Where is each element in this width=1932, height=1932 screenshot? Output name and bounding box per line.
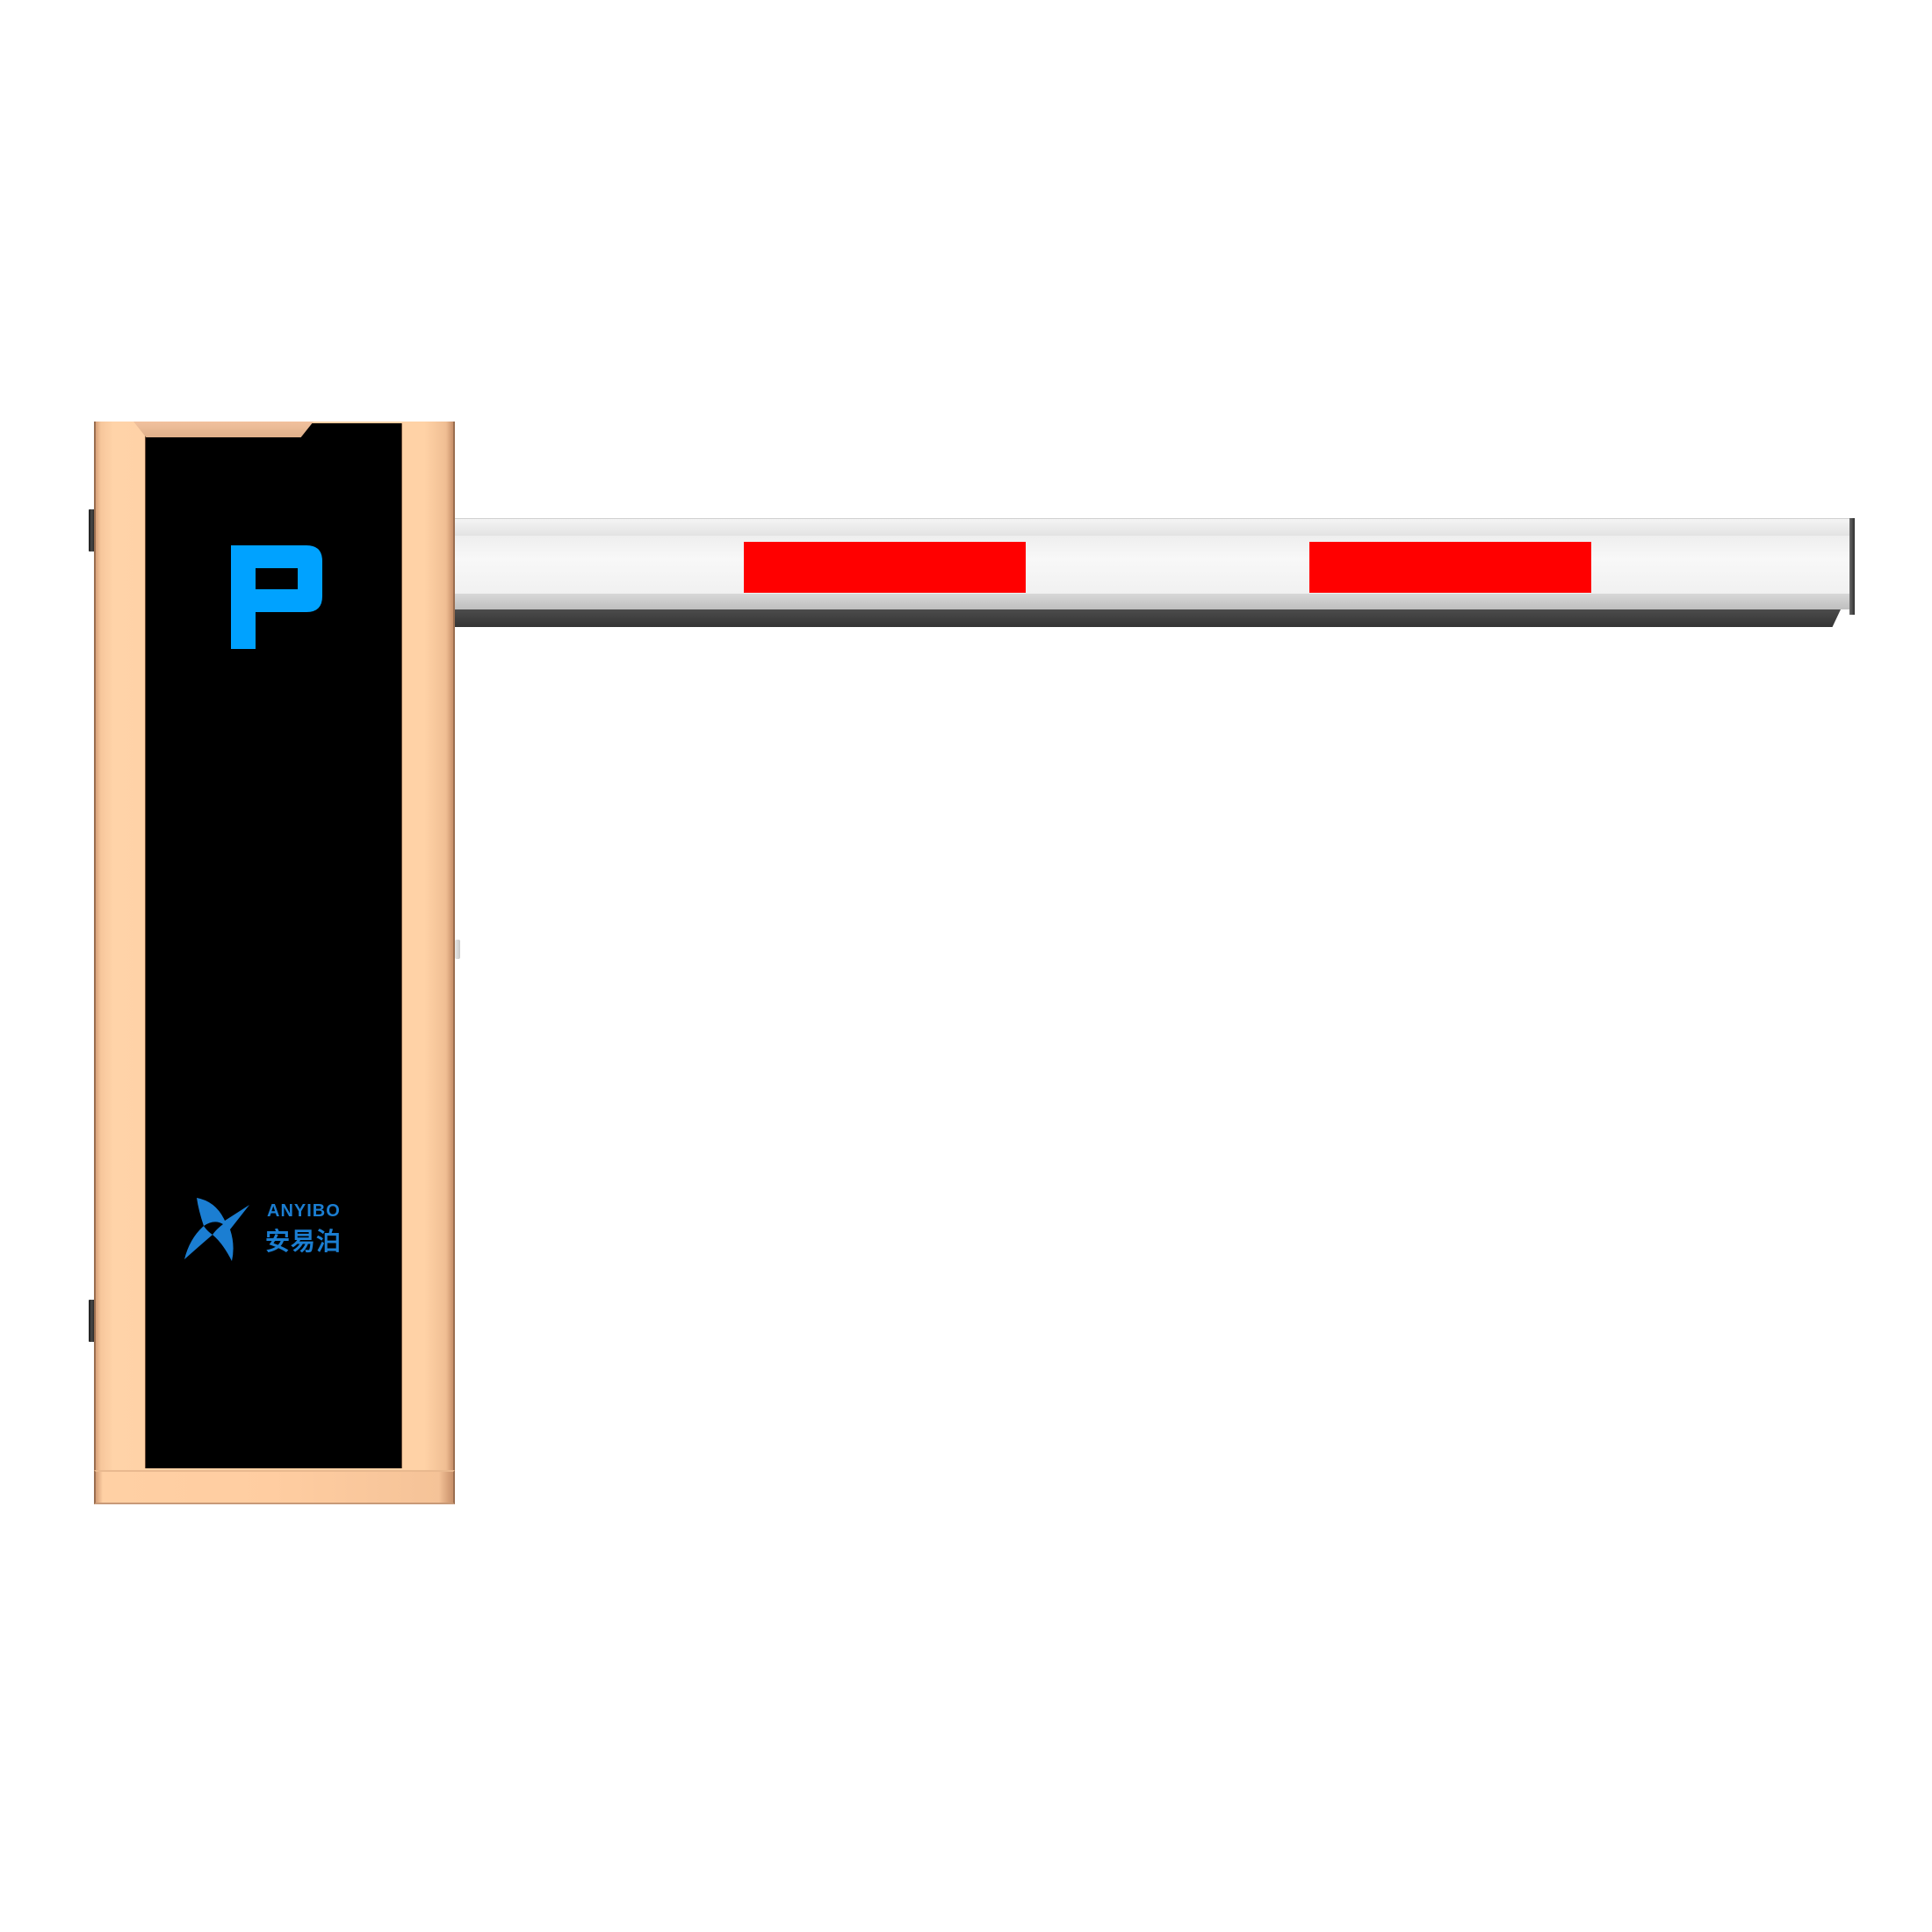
parking-p-icon <box>231 545 322 649</box>
boom-arm <box>455 518 1855 634</box>
boom-front-face <box>455 536 1849 594</box>
brand-logo-group: ANYIBO 安易泊 <box>181 1194 374 1265</box>
brand-logo-icon <box>184 1198 249 1261</box>
side-screw <box>455 940 460 959</box>
door-hinge <box>89 1300 95 1342</box>
brand-name-en: ANYIBO <box>267 1201 341 1221</box>
cabinet-base <box>94 1470 455 1504</box>
reflective-stripe <box>1309 542 1591 593</box>
boom-underside <box>455 609 1841 627</box>
door-hinge <box>89 509 95 551</box>
brand-name-cn: 安易泊 <box>265 1227 342 1256</box>
boom-lower-face <box>455 594 1849 609</box>
indicator-lamp <box>133 422 314 437</box>
boom-top-face <box>455 518 1849 537</box>
reflective-stripe <box>744 542 1026 593</box>
boom-end-cap <box>1849 518 1855 615</box>
